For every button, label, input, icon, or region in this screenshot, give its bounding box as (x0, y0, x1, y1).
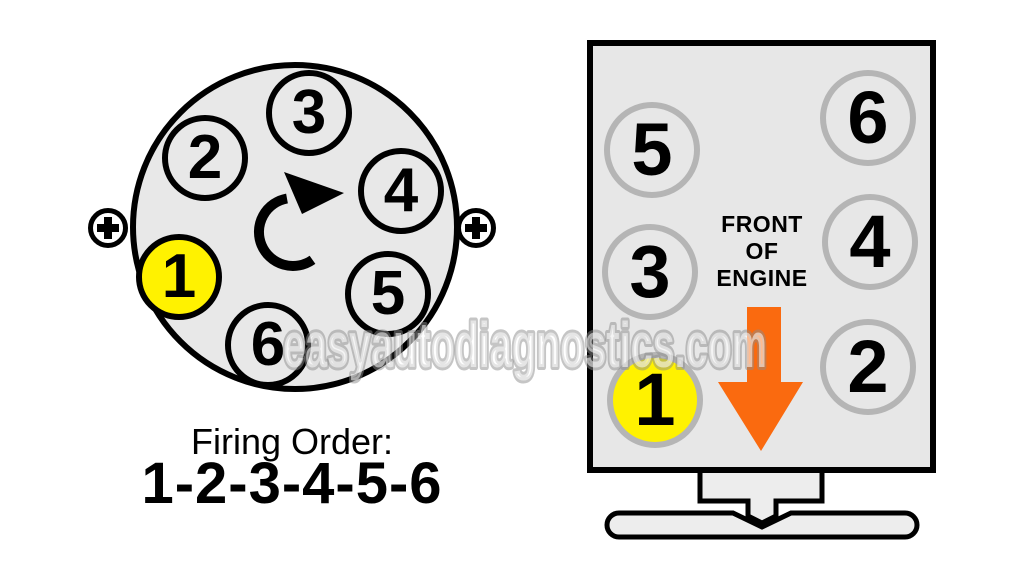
distributor-terminal-4: 4 (358, 148, 444, 234)
plus-terminal-icon-right (456, 208, 496, 248)
cylinder-1: 1 (607, 352, 703, 448)
rotation-clockwise-arrow-icon (253, 172, 344, 271)
front-of-engine-label: FRONT OF ENGINE (692, 211, 832, 292)
distributor-terminal-3: 3 (266, 70, 352, 156)
distributor-terminal-6: 6 (225, 302, 311, 388)
distributor-terminal-5: 5 (345, 251, 431, 337)
cylinder-2: 2 (820, 319, 916, 415)
front-label-line3: ENGINE (716, 265, 808, 291)
front-label-line2: OF (745, 238, 779, 264)
cylinder-3: 3 (602, 224, 698, 320)
front-label-line1: FRONT (721, 211, 803, 237)
distributor-terminal-1: 1 (136, 234, 222, 320)
firing-order-caption: Firing Order: (190, 421, 394, 462)
front-direction-down-arrow-icon (718, 307, 803, 451)
cylinder-4: 4 (822, 194, 918, 290)
crank-pulley-shape (604, 465, 920, 540)
plus-terminal-icon-left (88, 208, 128, 248)
cylinder-5: 5 (604, 102, 700, 198)
distributor-terminal-2: 2 (162, 115, 248, 201)
cylinder-6: 6 (820, 70, 916, 166)
firing-order-sequence: 1-2-3-4-5-6 (141, 451, 443, 516)
